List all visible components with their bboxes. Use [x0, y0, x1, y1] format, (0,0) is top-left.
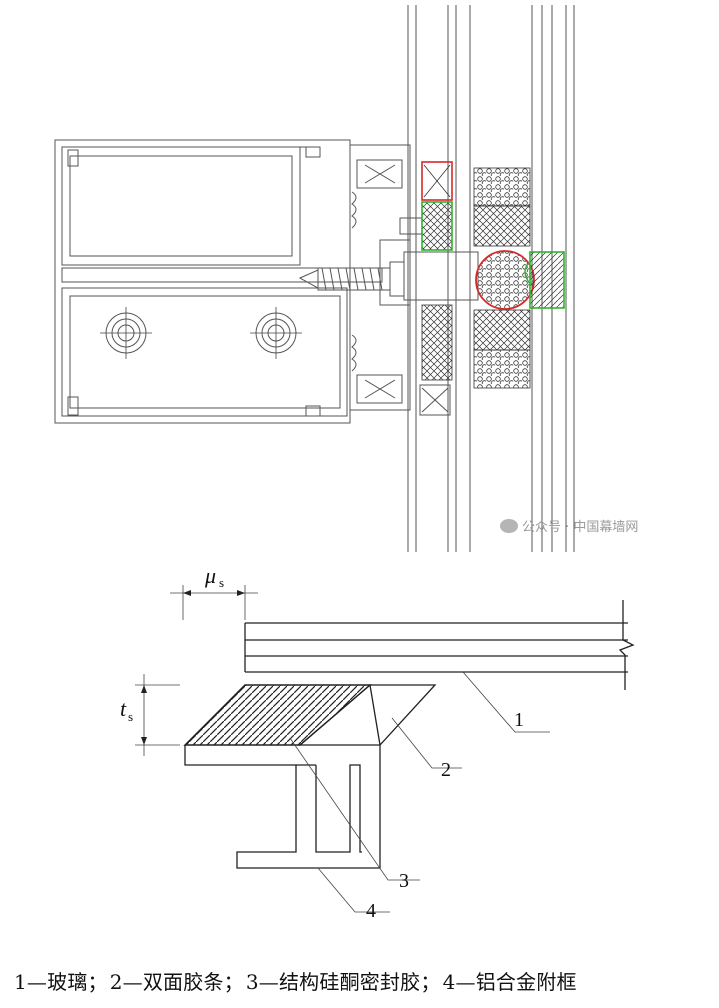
- symbol-mu: μ: [204, 563, 216, 588]
- bolt-left: [100, 307, 152, 359]
- dimension-mu-s: μ s: [170, 563, 258, 620]
- caption-item-3: 3—结构硅酮密封胶；: [245, 970, 441, 994]
- glass-panes: [244, 600, 635, 690]
- red-highlight-blocks: [421, 161, 535, 310]
- caption-item-4: 4—铝合金附框: [442, 970, 577, 994]
- callout-3: 3: [399, 870, 409, 892]
- curtain-wall-section-drawing: [54, 5, 575, 552]
- callout-4: 4: [366, 900, 376, 922]
- green-highlight-blocks: [421, 201, 565, 309]
- pressure-plate: [350, 144, 423, 411]
- callout-1: 1: [514, 709, 524, 731]
- caption-item-2: 2—双面胶条；: [109, 970, 244, 994]
- symbol-t-subscript: s: [128, 709, 133, 724]
- watermark: 公众号 · 中国幕墙网: [500, 516, 638, 535]
- screw: [298, 261, 405, 297]
- callout-leaders: [289, 671, 550, 913]
- symbol-t: t: [120, 696, 127, 721]
- callout-2: 2: [441, 759, 451, 781]
- double-sided-tape: [298, 684, 437, 746]
- aluminum-mullion-profile: [54, 139, 383, 424]
- caption-item-1: 1—玻璃；: [14, 970, 108, 994]
- dimension-t-s: t s: [120, 674, 180, 756]
- wechat-icon: [500, 518, 518, 533]
- figure-caption: 1—玻璃；2—双面胶条；3—结构硅酮密封胶；4—铝合金附框: [14, 966, 714, 995]
- bolt-right: [250, 307, 302, 359]
- aluminum-sub-frame: [184, 745, 381, 869]
- watermark-text: 公众号 · 中国幕墙网: [522, 520, 639, 535]
- structural-silicone-sealant: [183, 684, 372, 746]
- symbol-mu-subscript: s: [219, 575, 224, 590]
